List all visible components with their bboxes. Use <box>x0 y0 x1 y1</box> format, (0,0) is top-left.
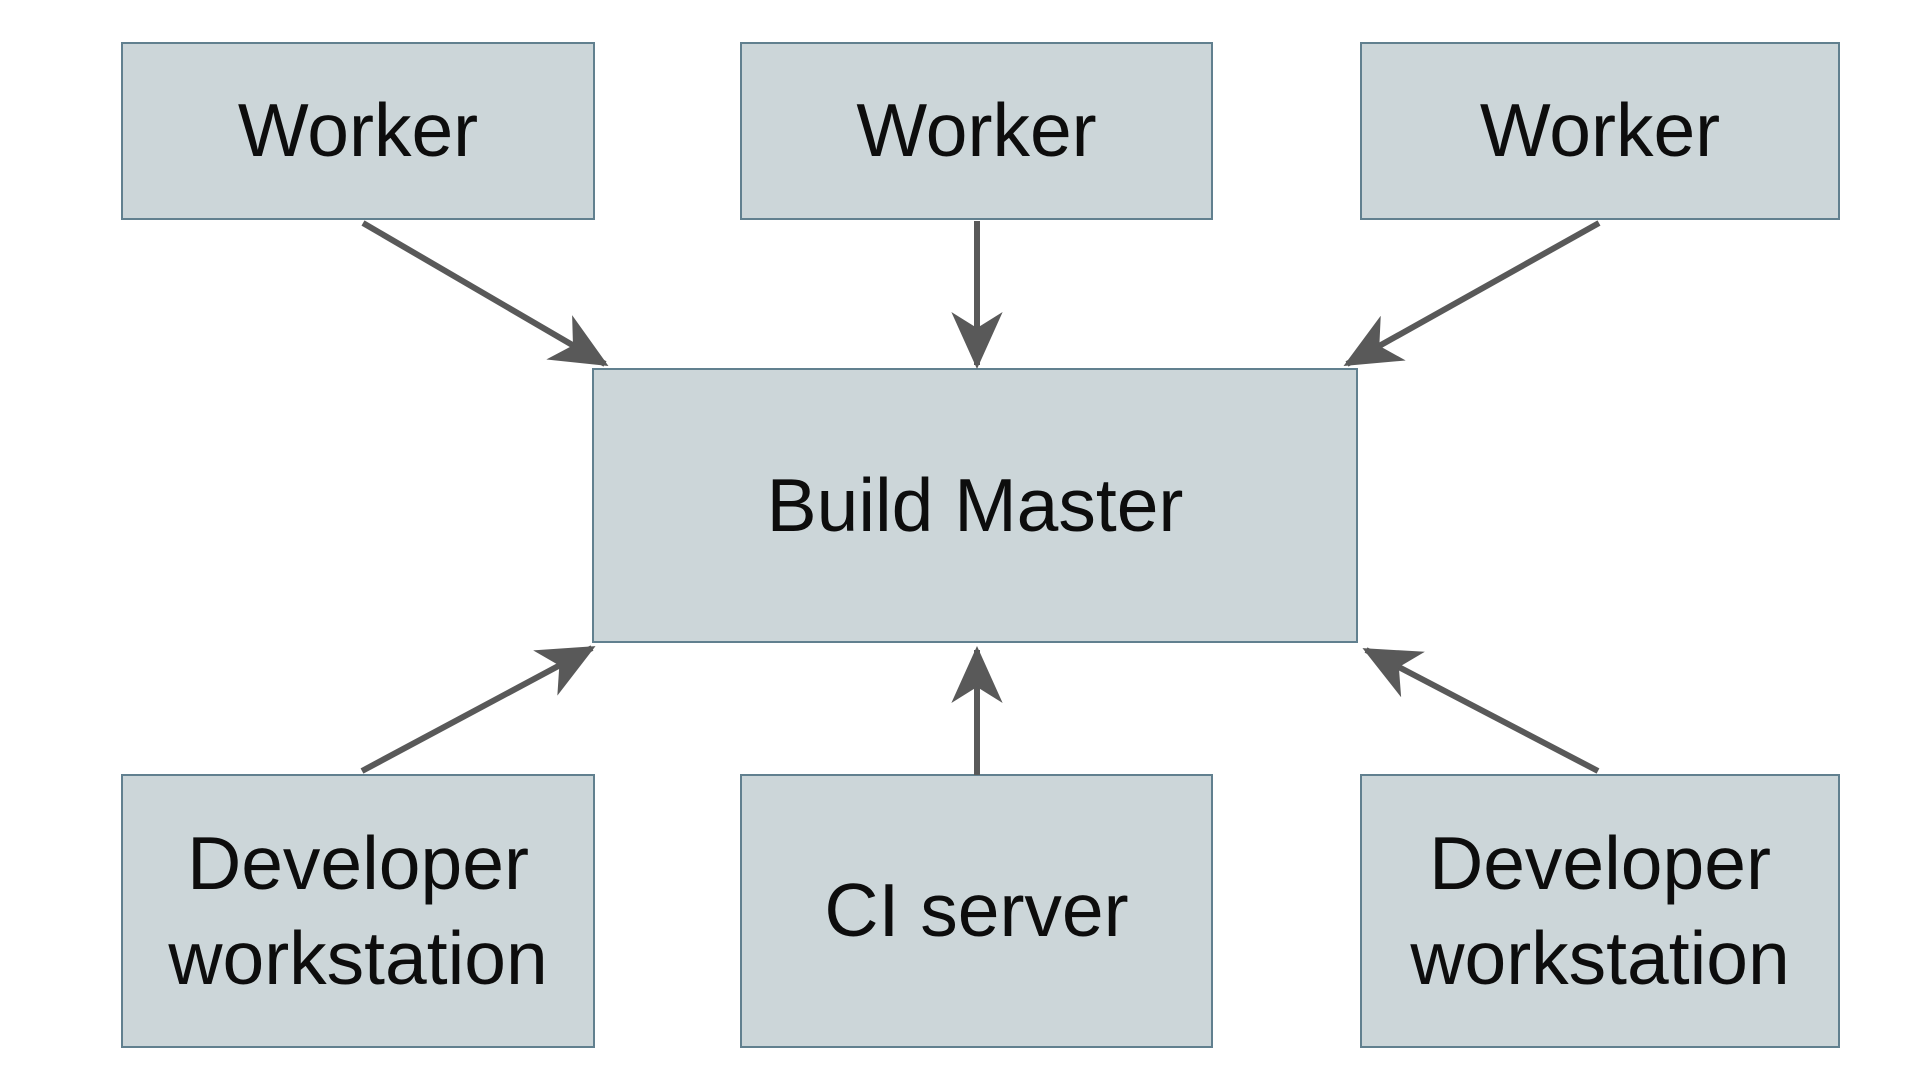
node-developer-workstation-1: Developer workstation <box>121 774 595 1048</box>
edge-developer-workstation-1-to-build-master <box>360 645 596 774</box>
node-worker-2: Worker <box>740 42 1213 220</box>
node-build-master: Build Master <box>592 368 1358 643</box>
node-developer-workstation-2-label: Developer workstation <box>1410 820 1790 1000</box>
node-worker-1-label: Worker <box>237 88 479 173</box>
node-ci-server: CI server <box>740 774 1213 1048</box>
node-developer-workstation-1-label: Developer workstation <box>168 820 548 1000</box>
node-ci-server-label: CI server <box>824 868 1129 953</box>
node-developer-workstation-2: Developer workstation <box>1360 774 1840 1048</box>
node-worker-1: Worker <box>121 42 595 220</box>
node-worker-2-label: Worker <box>856 88 1097 173</box>
edge-worker-1-to-build-master <box>361 220 609 367</box>
edge-developer-workstation-2-to-build-master <box>1362 647 1600 774</box>
node-build-master-label: Build Master <box>766 462 1184 547</box>
node-worker-3-label: Worker <box>1479 88 1721 173</box>
edge-worker-3-to-build-master <box>1343 220 1601 367</box>
node-worker-3: Worker <box>1360 42 1840 220</box>
